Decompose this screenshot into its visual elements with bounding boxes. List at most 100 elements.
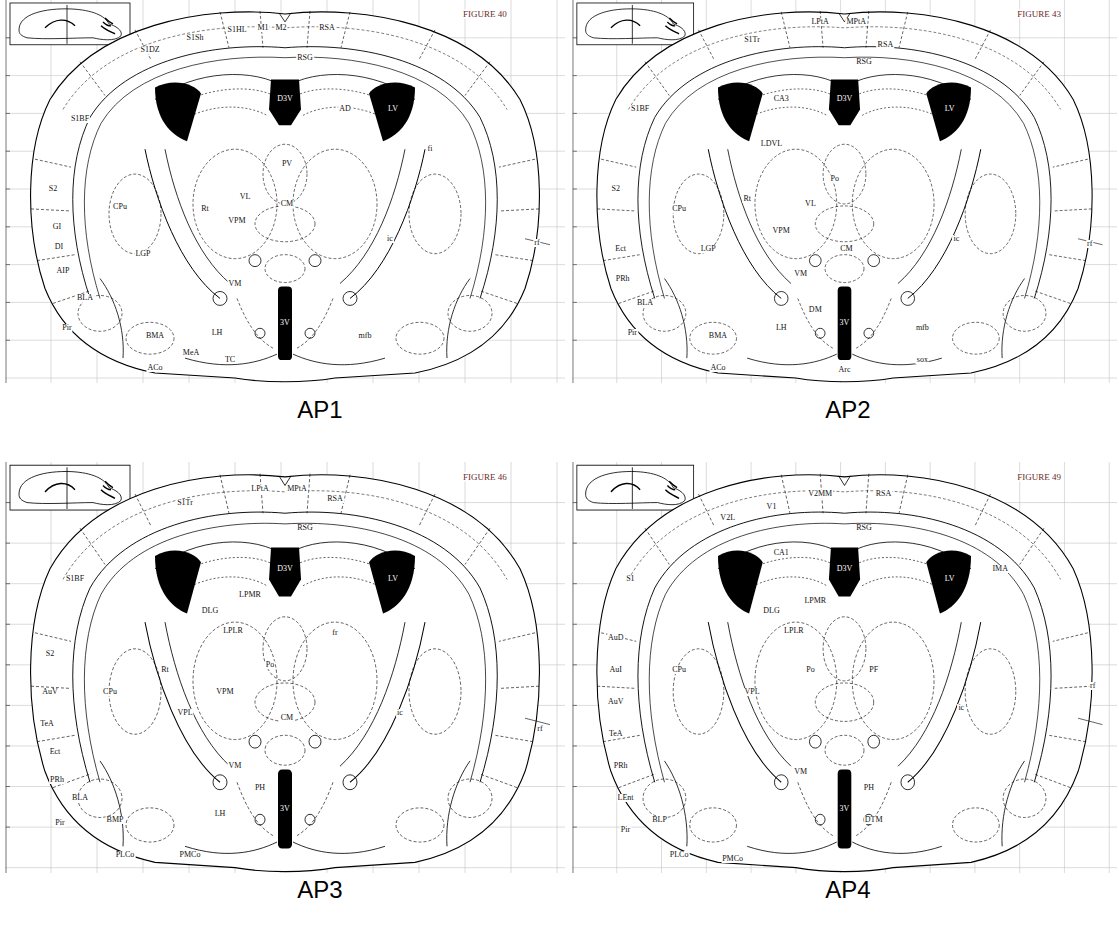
region-label: sox (916, 356, 929, 364)
region-label: S2 (45, 650, 55, 658)
ventricle-label: 3V (279, 805, 291, 813)
region-label: VL (804, 200, 817, 208)
region-label: ic (386, 235, 394, 243)
region-label: S1DZ (139, 46, 160, 54)
region-label: rf (1086, 240, 1093, 248)
region-label: LPtA (250, 485, 269, 493)
region-label: AIP (56, 267, 71, 275)
region-label: BLP (651, 816, 668, 824)
region-label: BMA (145, 332, 165, 340)
region-label: mfb (358, 332, 373, 340)
region-label: LH (214, 810, 227, 818)
region-label: Arc (838, 366, 852, 374)
ventricle-label: LV (944, 575, 956, 583)
region-label: VPL (743, 688, 760, 696)
coronal-section (5, 462, 565, 873)
region-label: RSA (877, 41, 895, 49)
region-label: ACo (709, 364, 726, 372)
region-label: VM (793, 270, 808, 278)
region-label: DLG (201, 607, 219, 615)
region-label: PMCo (721, 855, 744, 863)
region-label: BLA (636, 299, 654, 307)
region-label: Ect (614, 245, 627, 253)
region-label: ic (396, 709, 404, 717)
region-label: RSG (855, 524, 873, 532)
region-label: VM (228, 280, 243, 288)
region-label: RSA (318, 24, 336, 32)
region-label: RSG (296, 524, 314, 532)
region-label: PLCo (115, 851, 136, 859)
region-label: DTM (864, 816, 884, 824)
region-label: TeA (39, 720, 55, 728)
region-label: BLA (76, 294, 94, 302)
region-label: LEnt (617, 794, 635, 802)
region-label: PRh (613, 762, 629, 770)
region-label: AD (338, 105, 352, 113)
region-label: CPu (112, 203, 128, 211)
region-label: S2 (48, 185, 58, 193)
region-label: PH (254, 784, 266, 792)
region-label: VPM (215, 688, 234, 696)
region-label: AuD (607, 634, 625, 642)
region-label: VL (239, 193, 252, 201)
ventricle-label: 3V (279, 319, 291, 327)
region-label: VM (793, 768, 808, 776)
region-label: LH (211, 329, 224, 337)
region-label: MeA (182, 349, 200, 357)
region-label: BLA (71, 794, 89, 802)
region-label: Po (265, 661, 275, 669)
region-label: DLG (762, 607, 780, 615)
region-label: PV (281, 160, 293, 168)
region-label: DM (808, 306, 823, 314)
region-label: rf (536, 725, 543, 733)
region-label: LGP (134, 250, 151, 258)
coronal-section (572, 462, 1117, 873)
panel-caption: AP2 (824, 398, 871, 422)
region-label: fi (427, 145, 434, 153)
region-label: MPtA (286, 485, 308, 493)
region-label: LPLR (222, 627, 244, 635)
region-label: AuV (41, 688, 59, 696)
region-label: V2MM (807, 490, 833, 498)
region-label: LPMR (803, 597, 827, 605)
region-label: Rt (160, 666, 170, 674)
ventricle-label: D3V (836, 565, 854, 573)
region-label: VPM (227, 217, 246, 225)
region-label: ACo (146, 364, 163, 372)
region-label: VPL (176, 709, 193, 717)
region-label: M1 (256, 24, 269, 32)
region-label: CA3 (773, 95, 790, 103)
region-label: RSG (296, 54, 314, 62)
figure-number: FIGURE 46 (462, 472, 508, 481)
region-label: Rt (200, 205, 210, 213)
ventricle-label: 3V (839, 805, 851, 813)
figure-number: FIGURE 43 (1016, 9, 1062, 18)
region-label: LPtA (810, 18, 829, 26)
region-label: ic (957, 704, 965, 712)
region-label: BMA (708, 332, 728, 340)
coronal-section (572, 0, 1117, 383)
ventricle-label: LV (387, 575, 399, 583)
region-label: S2 (611, 185, 621, 193)
region-label: CM (839, 245, 853, 253)
region-label: LGP (700, 245, 717, 253)
ventricle-label: D3V (836, 95, 854, 103)
region-label: Pir (627, 329, 638, 337)
region-label: MPtA (845, 18, 867, 26)
region-label: GI (52, 223, 62, 231)
region-label: rf (533, 239, 540, 247)
region-label: TC (224, 356, 236, 364)
region-label: LDVL (760, 140, 783, 148)
region-label: fr (331, 629, 338, 637)
region-label: PF (868, 666, 879, 674)
region-label: Po (830, 175, 840, 183)
region-label: CPu (671, 666, 687, 674)
region-label: VM (228, 762, 243, 770)
region-label: M2 (274, 24, 287, 32)
region-label: Pir (54, 819, 65, 827)
ventricle-label: D3V (276, 565, 294, 573)
region-label: PMCo (179, 851, 202, 859)
region-label: S1Tr (743, 36, 761, 44)
region-label: CA1 (773, 549, 790, 557)
region-label: VPM (772, 227, 791, 235)
